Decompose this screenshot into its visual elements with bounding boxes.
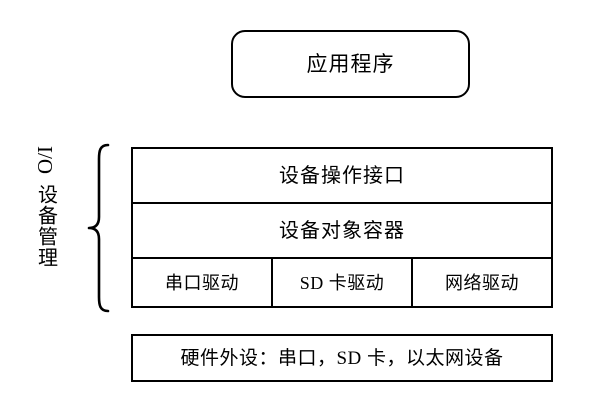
device-management-label-text: 设备管理 — [34, 184, 57, 268]
layer-row-device-operation-interface: 设备操作接口 — [133, 149, 551, 204]
io-label-text: I/O — [33, 146, 58, 174]
driver-row: 串口驱动 SD 卡驱动 网络驱动 — [133, 259, 551, 306]
application-box-label: 应用程序 — [306, 51, 395, 76]
driver-cell-network: 网络驱动 — [445, 272, 519, 293]
hardware-peripherals-box: 硬件外设：串口，SD 卡，以太网设备 — [131, 334, 553, 382]
layer-label-device-operation-interface: 设备操作接口 — [279, 164, 405, 187]
driver-cell-sd-card: SD 卡驱动 — [273, 259, 413, 306]
application-box: 应用程序 — [231, 30, 470, 98]
driver-cells: 串口驱动 SD 卡驱动 网络驱动 — [133, 259, 551, 306]
layer-row-device-object-container: 设备对象容器 — [133, 204, 551, 259]
io-device-management-label: I/O 设备管理 — [28, 138, 62, 310]
driver-cell-serial: 串口驱动 — [133, 259, 273, 306]
hardware-peripherals-label: 硬件外设：串口，SD 卡，以太网设备 — [180, 347, 504, 369]
layer-label-device-object-container: 设备对象容器 — [279, 219, 405, 242]
curly-brace-icon — [86, 143, 112, 313]
io-stack: 设备操作接口 设备对象容器 串口驱动 SD 卡驱动 网络驱动 — [131, 147, 553, 308]
